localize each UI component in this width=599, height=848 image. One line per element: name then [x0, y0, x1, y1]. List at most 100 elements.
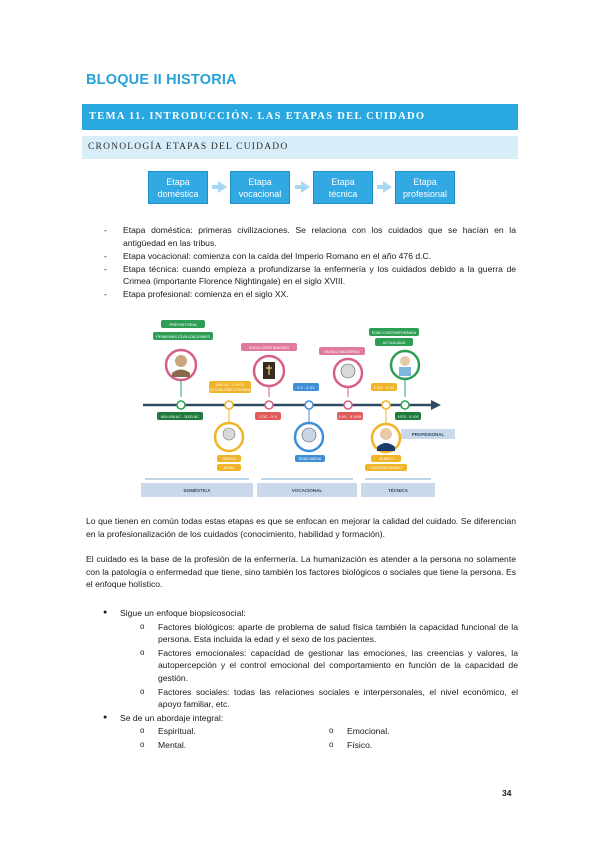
stage-band-vocacional	[257, 483, 357, 497]
stage-band-tecnica	[361, 483, 435, 497]
stage-label-box	[401, 429, 455, 439]
flow-label: técnica	[328, 189, 358, 199]
label-box	[371, 455, 401, 462]
label-date: 5 XIX - 5 XX	[374, 386, 395, 390]
list-item: Emocional.	[329, 725, 518, 738]
label-box	[157, 412, 203, 420]
label-prehistoria: PREHISTORIA	[169, 322, 196, 327]
section-header: CRONOLOGÍA ETAPAS DEL CUIDADO	[82, 136, 518, 159]
portrait-icon	[301, 427, 317, 443]
label-box	[395, 412, 421, 420]
paragraph: El cuidado es la base de la profesión de…	[86, 554, 516, 590]
stages-list: Etapa doméstica: primeras civilizaciones…	[104, 224, 516, 302]
timeline-arrowhead	[431, 400, 441, 410]
list-item: Sigue un enfoque biopsicosocial: Factore…	[103, 607, 518, 711]
stage-tecnica: TÉCNICA	[388, 486, 409, 493]
timeline-dot	[304, 400, 314, 410]
label-cristianismo: INICIO CRISTIANISMO	[249, 346, 289, 350]
list-item: Etapa doméstica: primeras civilizaciones…	[104, 224, 516, 249]
list-item: Espiritual.	[140, 725, 329, 738]
flow-label: Etapa	[331, 177, 355, 187]
label-box	[337, 412, 363, 420]
timeline-dot	[264, 400, 274, 410]
portrait-icon	[175, 355, 187, 367]
label-box	[369, 328, 419, 336]
label-date: 5 XV - 5 XVIII	[338, 415, 361, 419]
label-box	[365, 464, 407, 471]
arrow-right-icon	[212, 181, 227, 193]
flow-box-tecnica: Etapa técnica	[313, 171, 373, 204]
label-box	[255, 412, 281, 420]
stages-flow: Etapa doméstica Etapa vocacional Etapa t…	[148, 171, 455, 205]
label-box	[295, 455, 325, 462]
label-edad-contemporanea: EDAD CONTEMPORÁNEA	[372, 331, 417, 335]
list-item: Mental.	[140, 739, 329, 752]
timeline-infographic: PREHISTORIA PRIMERAS CIVILIZACIONES 600.…	[141, 320, 455, 497]
stage-vocacional: VOCACIONAL	[292, 488, 323, 493]
bullet-text: Se de un abordaje integral:	[120, 712, 224, 723]
flow-label: profesional	[402, 189, 448, 199]
timeline-dot	[400, 400, 410, 410]
label-roma: ROMA	[224, 466, 235, 470]
flow-label: Etapa	[413, 177, 437, 187]
list-item: Factores biológicos: aparte de problema …	[140, 621, 518, 646]
portrait-icon	[380, 428, 392, 440]
paragraph: Lo que tienen en común todas estas etapa…	[86, 516, 516, 539]
label-box	[217, 455, 241, 462]
flow-box-domestica: Etapa doméstica	[148, 171, 208, 204]
bullet-list: Sigue un enfoque biopsicosocial: Factore…	[103, 607, 518, 754]
label-date: 1970 - 5 XXI	[397, 415, 418, 419]
list-item: Etapa técnica: cuando empieza a profundi…	[104, 263, 516, 288]
flow-label: Etapa	[166, 177, 190, 187]
timeline-dot	[224, 400, 234, 410]
label-contemporaneo: CONTEMPORÁNEO	[370, 466, 402, 470]
arrow-right-icon	[295, 181, 310, 193]
stage-profesional: PROFESIONAL	[412, 432, 445, 437]
portrait-icon	[377, 443, 395, 451]
stage-band-domestica	[141, 483, 253, 497]
list-item: Factores emocionales: capacidad de gesti…	[140, 647, 518, 685]
label-box	[161, 320, 205, 328]
timeline-dot	[176, 400, 186, 410]
list-item: Se de un abordaje integral: Espiritual. …	[103, 712, 518, 753]
label-date: 1 DC - 5 V	[259, 415, 277, 419]
tema-header: TEMA 11. INTRODUCCIÓN. LAS ETAPAS DEL CU…	[82, 104, 518, 130]
label-box	[319, 347, 365, 355]
label-box	[371, 383, 397, 391]
sub-list: Factores biológicos: aparte de problema …	[140, 621, 518, 711]
arrow-right-icon	[377, 181, 392, 193]
bullet-text: Sigue un enfoque biopsicosocial:	[120, 608, 246, 618]
portrait-icon	[340, 363, 356, 379]
page-number: 34	[502, 788, 512, 798]
label-actualidad: ACTUALIDAD	[383, 341, 406, 345]
label-grecia: GRECIA	[222, 457, 236, 461]
label-box	[293, 383, 319, 391]
block-title: BLOQUE II HISTORIA	[86, 72, 237, 88]
list-item: Factores sociales: todas las relaciones …	[140, 686, 518, 711]
flow-box-vocacional: Etapa vocacional	[230, 171, 290, 204]
nurse-icon	[399, 367, 411, 376]
list-item: Etapa vocacional: comienza con la caída …	[104, 250, 516, 263]
label-box	[241, 343, 297, 351]
portrait-icon	[222, 427, 236, 441]
label-box	[375, 338, 413, 346]
timeline-dot	[343, 400, 353, 410]
list-item: Etapa profesional: comienza en el siglo …	[104, 288, 516, 301]
nurse-icon	[400, 356, 410, 366]
label-edad-media: EDAD MEDIA	[299, 457, 322, 461]
label-box	[209, 381, 251, 393]
label-culture: CULTURA GRECO-ROMANA	[208, 388, 254, 392]
timeline-dot	[381, 400, 391, 410]
list-item: Físico.	[329, 739, 518, 752]
label-box	[153, 332, 213, 340]
label-mundo-moderno: MUNDO MODERNO	[324, 350, 359, 354]
portrait-icon	[172, 369, 190, 377]
flow-box-profesional: Etapa profesional	[395, 171, 455, 204]
label-primeras: PRIMERAS CIVILIZACIONES	[156, 334, 210, 339]
flow-label: Etapa	[248, 177, 272, 187]
flow-label: vocacional	[238, 189, 282, 199]
flow-label: doméstica	[157, 189, 199, 199]
label-date: 3000 AC - 476 DC	[215, 383, 245, 387]
label-mundo: MUNDO	[379, 457, 393, 461]
label-date: 5 V - 5 XV	[297, 386, 315, 390]
